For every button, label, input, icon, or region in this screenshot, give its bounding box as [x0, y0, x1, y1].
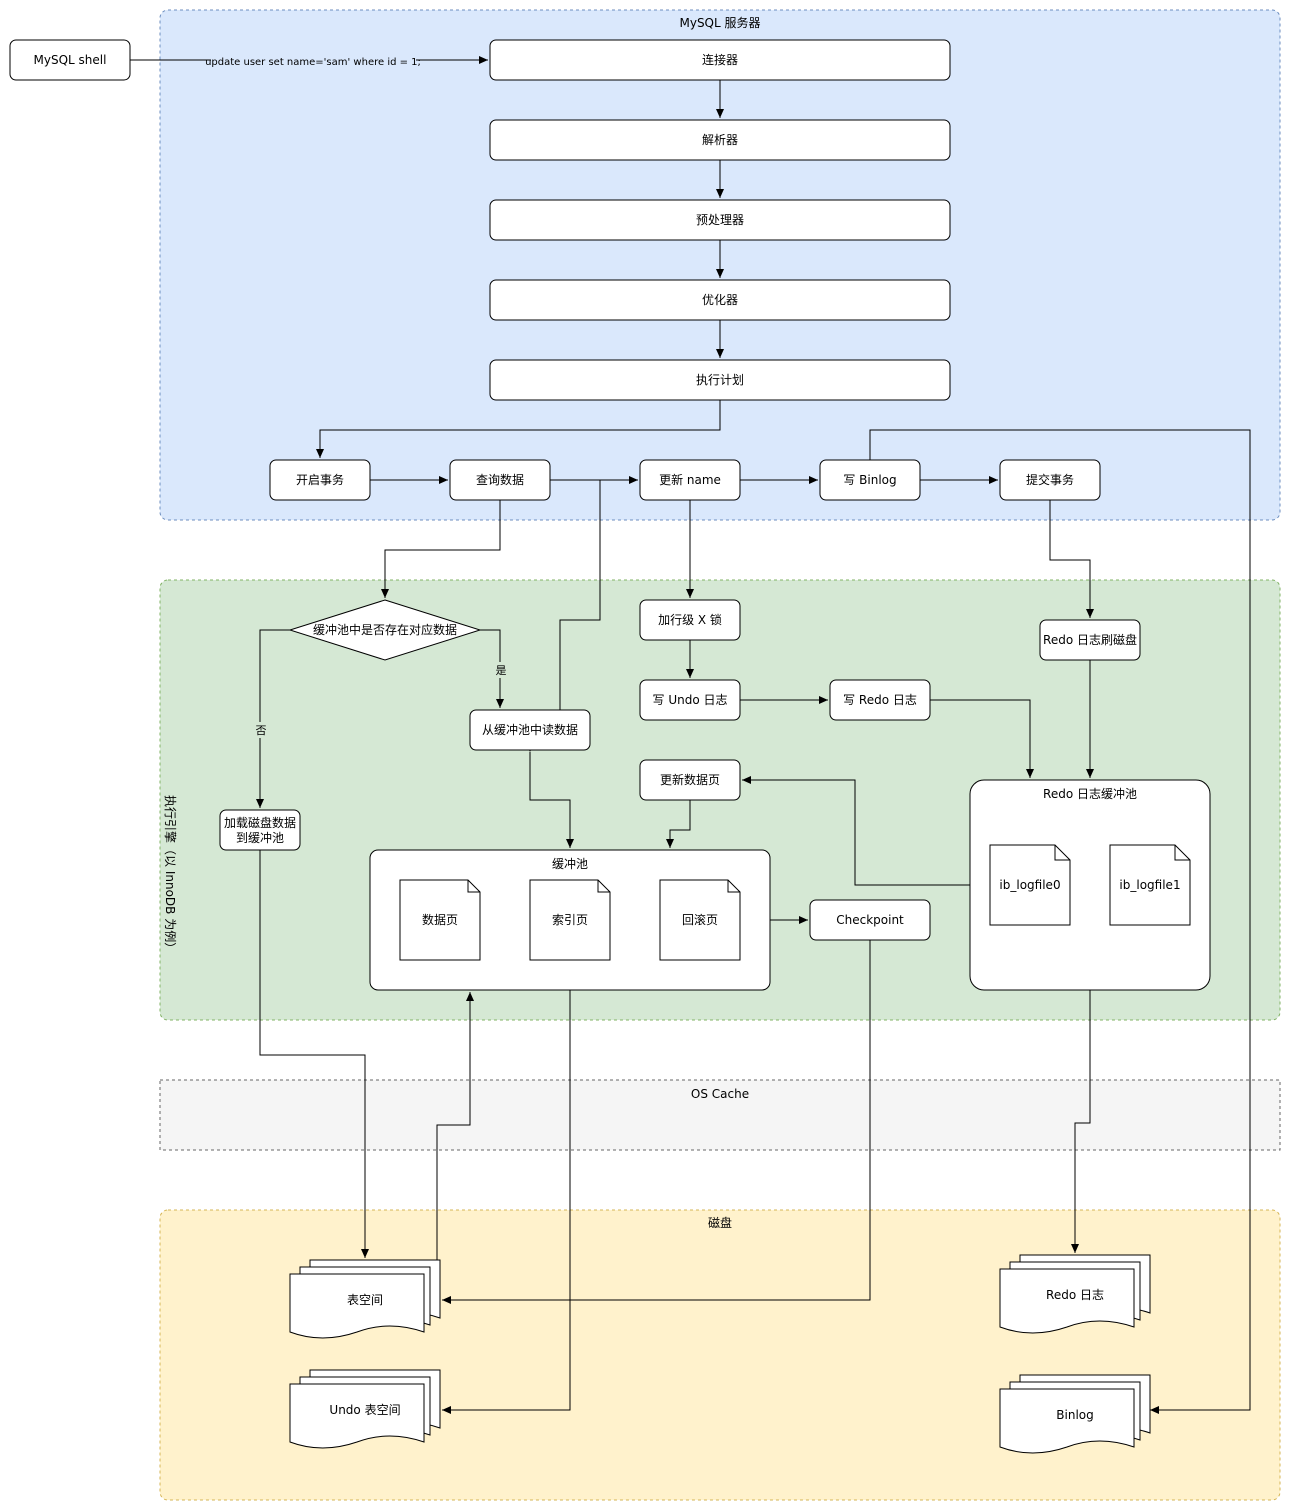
preprocessor-box: 预处理器: [489, 199, 951, 241]
index-page-label: 索引页: [552, 913, 588, 927]
edge-redo-redobuffer: [930, 699, 1034, 778]
edge-binlog-disk: [869, 429, 1251, 1414]
connector-label: 连接器: [702, 52, 738, 67]
edge-bufferpool-undo: [442, 990, 571, 1414]
executor-box: 执行计划: [489, 359, 951, 401]
preprocessor-label: 预处理器: [696, 213, 744, 227]
binlog-stack: Binlog: [999, 1374, 1151, 1454]
logfile1-label: ib_logfile1: [1119, 878, 1180, 892]
optimizer-box: 优化器: [489, 279, 951, 321]
logfile0-label: ib_logfile0: [999, 878, 1060, 892]
mysql-shell-box: MySQL shell: [9, 39, 131, 81]
zone-server-title: MySQL 服务器: [679, 15, 760, 30]
load-disk-box: 加载磁盘数据 到缓冲池: [219, 809, 301, 851]
data-page-doc: 数据页: [399, 879, 481, 961]
yes-label: 是: [496, 664, 507, 677]
begin-txn-label: 开启事务: [296, 472, 344, 487]
edge-redobuffer-redolog: [1071, 990, 1091, 1253]
edge-executor-begin: [316, 400, 721, 458]
undo-tablespace-label: Undo 表空间: [329, 1403, 400, 1417]
write-binlog-box: 写 Binlog: [819, 459, 921, 501]
sql-statement-label: update user set name='sam' where id = 1;: [205, 54, 421, 68]
redo-buffer-container: Redo 日志缓冲池: [969, 779, 1211, 991]
tablespace-stack: 表空间: [289, 1259, 441, 1339]
row-lock-box: 加行级 X 锁: [639, 599, 741, 641]
query-data-box: 查询数据: [449, 459, 551, 501]
connector-box: 连接器: [489, 39, 951, 81]
update-page-label: 更新数据页: [660, 772, 720, 787]
index-page-doc: 索引页: [529, 879, 611, 961]
optimizer-label: 优化器: [702, 293, 738, 307]
checkpoint-box: Checkpoint: [809, 899, 931, 941]
edge-commit-flush: [1049, 500, 1094, 618]
zone-os-cache: OS Cache: [159, 1079, 1281, 1151]
redo-buffer-title: Redo 日志缓冲池: [1043, 786, 1137, 801]
zone-oscache-title: OS Cache: [691, 1087, 749, 1101]
zone-disk-title: 磁盘: [708, 1215, 732, 1230]
decision-diamond: 缓冲池中是否存在对应数据: [288, 599, 482, 661]
redo-flush-box: Redo 日志刷磁盘: [1039, 619, 1141, 661]
edge-updatepage-bufferpool: [666, 800, 691, 848]
binlog-label: Binlog: [1056, 1408, 1093, 1422]
edge-query-decision: [381, 500, 501, 598]
yes-edge-label: 是: [493, 662, 508, 678]
no-edge-label: 否: [253, 722, 268, 738]
row-lock-label: 加行级 X 锁: [658, 612, 722, 627]
write-binlog-label: 写 Binlog: [843, 473, 896, 487]
mysql-shell-label: MySQL shell: [34, 53, 107, 67]
edge-decision-yes: [480, 629, 504, 708]
update-page-box: 更新数据页: [639, 759, 741, 801]
edge-decision-no: [256, 629, 290, 808]
commit-txn-label: 提交事务: [1026, 472, 1074, 487]
buffer-pool-title: 缓冲池: [552, 856, 588, 871]
begin-txn-box: 开启事务: [269, 459, 371, 501]
edge-readpool-update: [559, 480, 601, 710]
parser-label: 解析器: [702, 133, 738, 147]
write-redo-box: 写 Redo 日志: [829, 679, 931, 721]
edge-load-tablespace: [259, 850, 369, 1258]
edge-checkpoint-tablespace: [442, 940, 871, 1304]
read-from-pool-box: 从缓冲池中读数据: [469, 709, 591, 751]
edge-redobuffer-updatepage: [742, 776, 970, 886]
executor-label: 执行计划: [696, 373, 744, 387]
undo-page-label: 回滚页: [682, 912, 718, 927]
decision-label: 缓冲池中是否存在对应数据: [313, 622, 457, 637]
undo-tablespace-stack: Undo 表空间: [289, 1369, 441, 1449]
edge-readpool-bufferpool: [526, 743, 574, 848]
checkpoint-label: Checkpoint: [836, 913, 904, 927]
undo-page-doc: 回滚页: [659, 879, 741, 961]
redo-log-label: Redo 日志: [1046, 1288, 1104, 1302]
update-name-label: 更新 name: [659, 472, 721, 487]
commit-txn-box: 提交事务: [999, 459, 1101, 501]
edge-tablespace-bufferpool: [436, 992, 474, 1262]
tablespace-label: 表空间: [347, 1293, 383, 1307]
zone-engine-title: 执行引擎（以 InnoDB 为例）: [163, 795, 178, 954]
data-page-label: 数据页: [422, 912, 458, 927]
logfile0-doc: ib_logfile0: [989, 844, 1071, 926]
redo-log-stack: Redo 日志: [999, 1254, 1151, 1334]
redo-flush-label: Redo 日志刷磁盘: [1043, 632, 1137, 647]
logfile1-doc: ib_logfile1: [1109, 844, 1191, 926]
parser-box: 解析器: [489, 119, 951, 161]
read-from-pool-label: 从缓冲池中读数据: [482, 722, 578, 737]
write-undo-label: 写 Undo 日志: [653, 693, 728, 707]
write-undo-box: 写 Undo 日志: [639, 679, 741, 721]
write-redo-label: 写 Redo 日志: [843, 693, 917, 707]
no-label: 否: [256, 724, 267, 737]
update-name-box: 更新 name: [639, 459, 741, 501]
load-disk-label-2: 到缓冲池: [236, 830, 284, 845]
sql-statement-text: update user set name='sam' where id = 1;: [205, 57, 421, 68]
load-disk-label-1: 加载磁盘数据: [224, 815, 296, 830]
zone-disk: 磁盘: [159, 1209, 1281, 1501]
query-data-label: 查询数据: [476, 472, 524, 487]
